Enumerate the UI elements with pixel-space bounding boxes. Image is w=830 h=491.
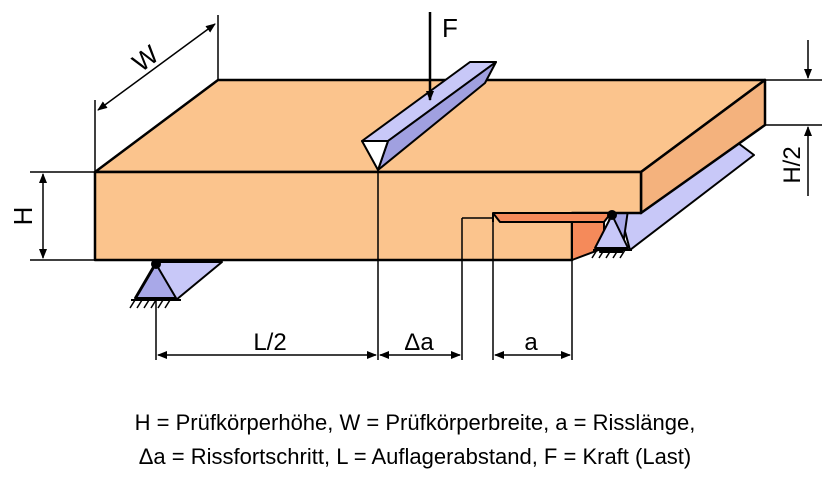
crack-increment-label: Δa <box>404 329 434 356</box>
height-label: H <box>8 207 38 226</box>
extension-lines <box>155 170 573 360</box>
half-height-dimension <box>765 40 822 196</box>
caption-line-1: H = Prüfkörperhöhe, W = Prüfkörperbreite… <box>134 410 696 435</box>
crack-length-label: a <box>524 329 538 356</box>
caption-line-2: Δa = Rissfortschritt, L = Auflagerabstan… <box>138 444 692 469</box>
right-support-triangle <box>591 210 632 259</box>
width-label: W <box>127 39 165 78</box>
half-span-label: L/2 <box>253 329 286 356</box>
height-dimension <box>30 171 95 261</box>
force-label: F <box>442 13 458 43</box>
width-dimension <box>94 15 219 172</box>
loading-roller <box>361 61 497 171</box>
left-support <box>129 259 223 309</box>
half-height-label: H/2 <box>779 146 806 183</box>
